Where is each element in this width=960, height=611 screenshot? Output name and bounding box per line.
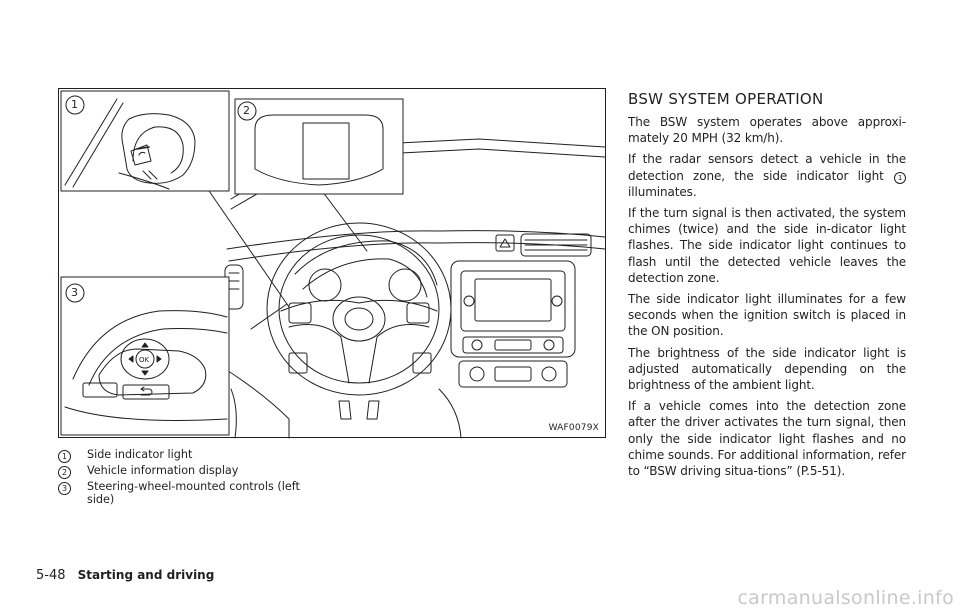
section-name: Starting and driving — [77, 568, 215, 582]
reference-number-icon: 1 — [894, 171, 906, 184]
dashboard-drawing: OK — [60, 90, 606, 439]
dpad-outline — [120, 338, 170, 380]
page-footer: 5-48 Starting and driving — [36, 568, 214, 583]
paragraph: The side indicator light illuminates for… — [628, 292, 906, 339]
navigation-screen — [474, 278, 552, 322]
center-console — [450, 260, 576, 358]
leader-line-3 — [250, 303, 288, 330]
paragraph: If the turn signal is then activated, th… — [628, 206, 906, 285]
paragraph-text: If the radar sensors detect a vehicle in… — [628, 152, 906, 183]
inset-3-frame — [60, 276, 230, 436]
inset-marker-1 — [65, 95, 85, 115]
inset-number-markers — [65, 95, 257, 303]
cluster-hood — [294, 240, 438, 286]
leader-line-1 — [206, 187, 290, 308]
inset-marker-2 — [237, 101, 257, 121]
caption-text: Steering-wheel-mounted controls (left si… — [87, 480, 300, 506]
paragraph: If the radar sensors detect a vehicle in… — [628, 151, 906, 200]
inset-marker-3 — [65, 283, 85, 303]
page-number: 5-48 — [36, 568, 66, 583]
inset-number-2: 2 — [243, 104, 250, 117]
watermark: carmanualsonline.info — [737, 587, 954, 609]
paragraph: If a vehicle comes into the detection zo… — [628, 399, 906, 479]
steering-wheel — [266, 222, 452, 396]
inset-2-frame — [234, 98, 404, 195]
paragraph: The brightness of the side indicator lig… — [628, 345, 906, 393]
cluster-outline — [254, 114, 384, 186]
side-mirror — [121, 113, 196, 184]
paragraph: The BSW system operates above approxi-ma… — [628, 115, 906, 146]
bsw-operation-section: BSW SYSTEM OPERATION The BSW system oper… — [628, 90, 906, 484]
inset-1-frame — [60, 90, 230, 192]
inset-number-1: 1 — [71, 98, 78, 111]
section-title: BSW SYSTEM OPERATION — [628, 90, 824, 108]
control-button-left — [82, 382, 118, 398]
caption-row: 1 Side indicator light — [58, 448, 328, 463]
caption-number-icon: 1 — [58, 450, 71, 463]
back-button — [122, 384, 170, 400]
caption-text: Side indicator light — [87, 448, 193, 461]
steering-control-panel — [98, 348, 207, 396]
left-controls-outline — [288, 302, 312, 324]
caption-number-icon: 2 — [58, 466, 71, 479]
inset-number-3: 3 — [71, 286, 78, 299]
ok-button — [135, 349, 155, 369]
side-indicator-light — [130, 144, 152, 166]
figure-code: WAF0079X — [548, 423, 599, 433]
caption-text: Vehicle information display — [87, 464, 239, 477]
steering-hub — [332, 296, 386, 342]
caption-row: 3 Steering-wheel-mounted controls (left … — [58, 480, 328, 506]
vehicle-information-display — [302, 122, 350, 180]
caption-row: 2 Vehicle information display — [58, 464, 328, 479]
dashboard-illustration: OK 1 2 3 WAF0079X — [58, 88, 606, 439]
ok-label: OK — [139, 356, 150, 364]
caption-number-icon: 3 — [58, 482, 71, 495]
figure-captions: 1 Side indicator light 2 Vehicle informa… — [58, 448, 328, 508]
paragraph-text: illuminates. — [628, 184, 697, 199]
